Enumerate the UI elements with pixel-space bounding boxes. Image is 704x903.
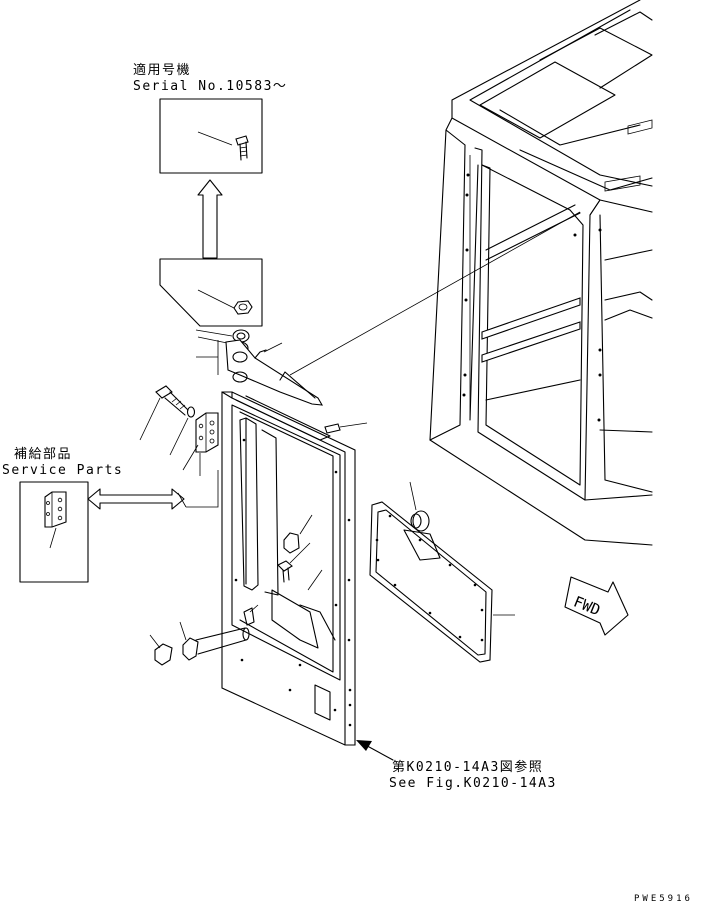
- lower-hinge-bolt: [149, 621, 250, 666]
- serial-number-label: Serial No.10583～: [133, 79, 288, 94]
- nut-box: [159, 258, 263, 327]
- door-window-panel: [369, 501, 515, 663]
- hinge-bracket: [196, 339, 324, 406]
- cab-door: [221, 391, 368, 746]
- upgrade-arrow: [197, 179, 223, 259]
- fwd-arrow: FWD: [564, 576, 629, 636]
- hinge-plate: [182, 412, 219, 476]
- drawing-code: PWE5916: [634, 894, 693, 903]
- hinge-washer: [169, 406, 196, 456]
- cab-frame: [429, 0, 653, 546]
- service-bracket-lead: [177, 470, 219, 508]
- service-parts-title: 補給部品: [14, 447, 73, 462]
- reference-arrow: [356, 740, 394, 761]
- applicable-serial-box: [159, 98, 263, 174]
- reference-label-jp: 第K0210-14A3図参照: [392, 760, 544, 775]
- service-double-arrow: [87, 488, 185, 510]
- leader-line-hinge-to-cab: [289, 211, 581, 376]
- reference-label-en: See Fig.K0210-14A3: [389, 776, 557, 791]
- fwd-label: FWD: [571, 593, 603, 620]
- service-parts-label: Service Parts: [2, 463, 124, 478]
- service-parts-box: [19, 481, 89, 583]
- hinge-bolt: [139, 385, 189, 441]
- grommet: [409, 481, 430, 532]
- applicable-title: 適用号機: [133, 63, 192, 78]
